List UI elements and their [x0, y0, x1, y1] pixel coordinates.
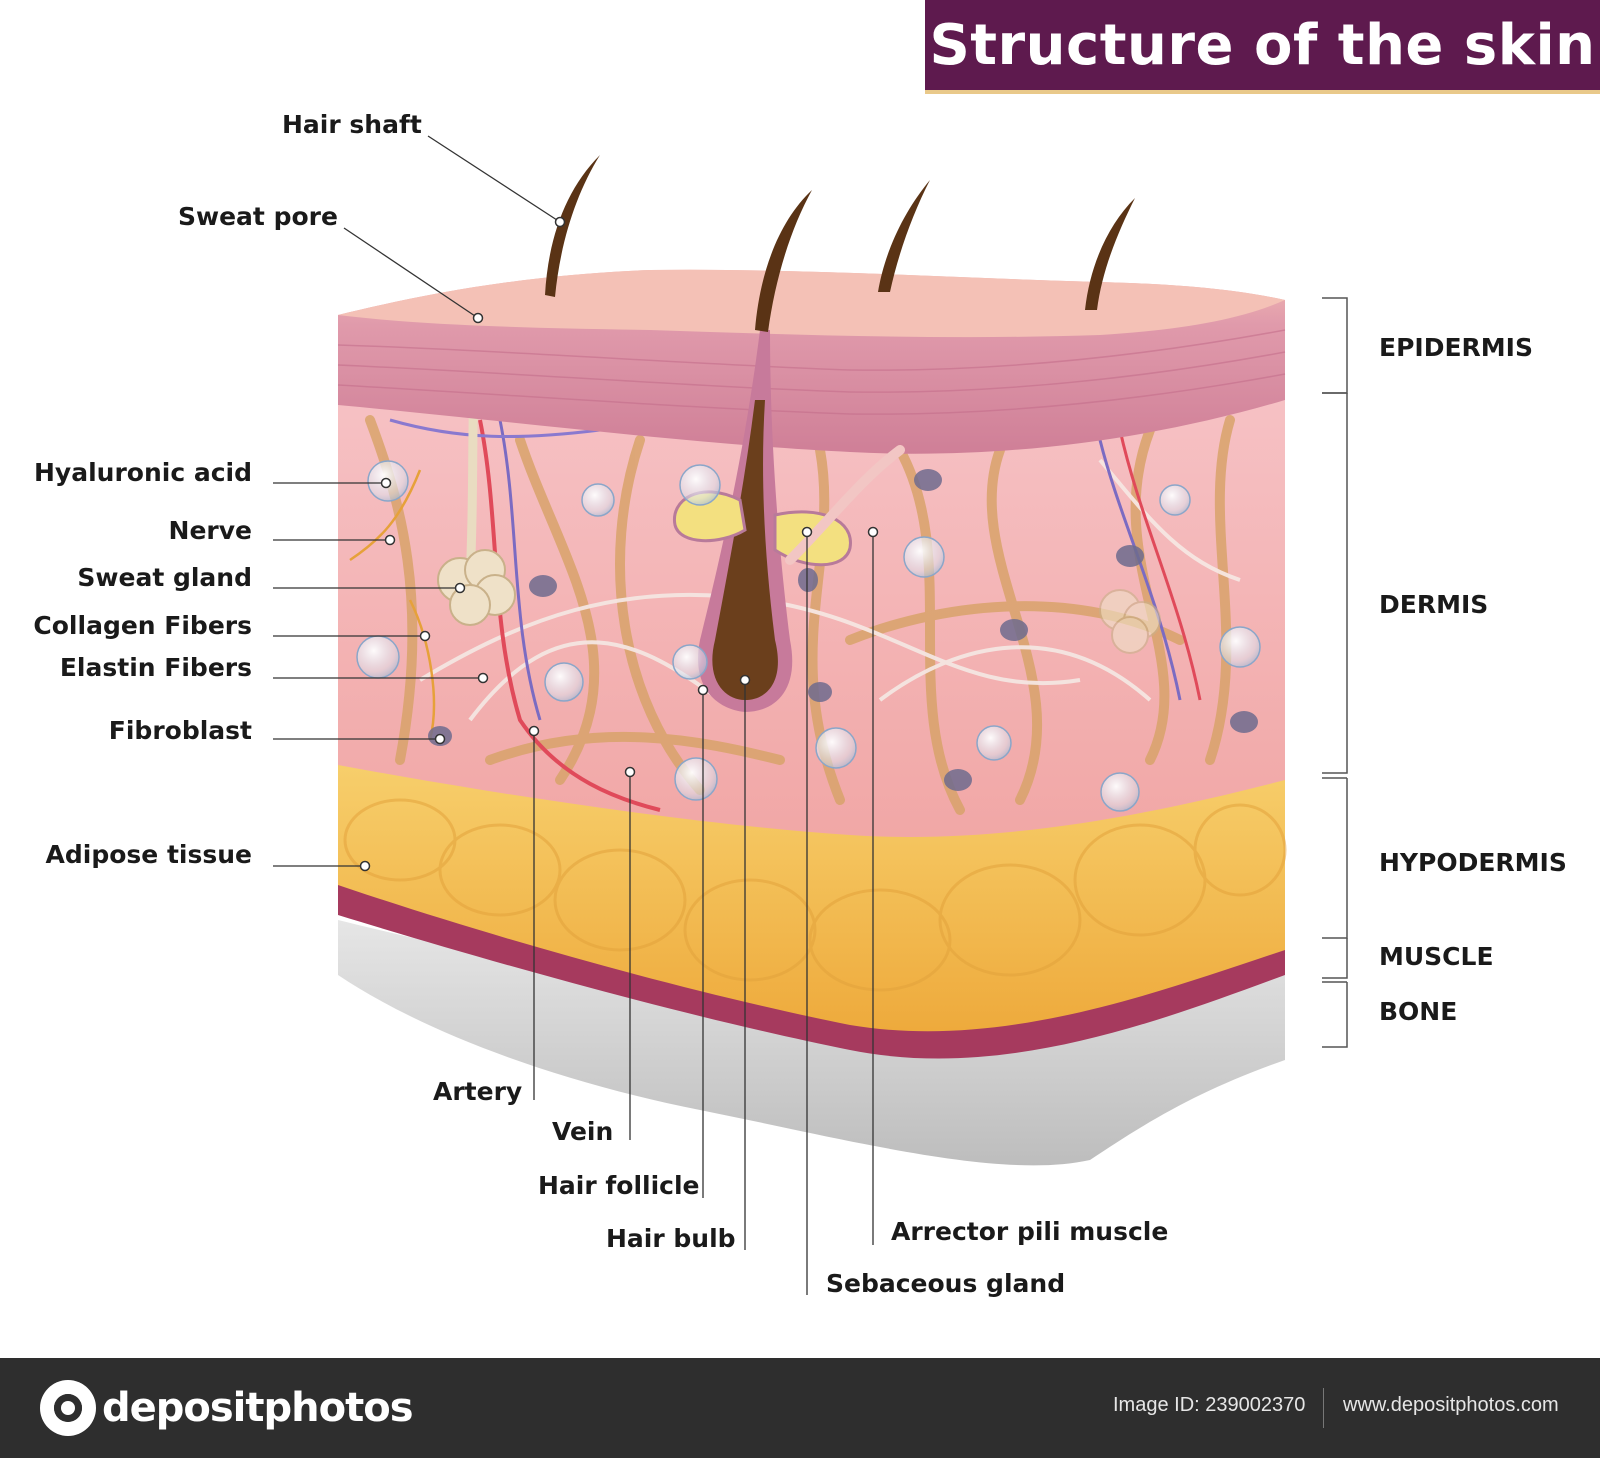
- nerve-fiber: [349, 469, 436, 741]
- website-link[interactable]: www.depositphotos.com: [1343, 1394, 1559, 1416]
- title-banner: Structure of the skin: [925, 0, 1600, 94]
- label-sweat-gland: Sweat gland: [77, 563, 252, 592]
- label-hair-follicle: Hair follicle: [538, 1171, 700, 1200]
- footer-bar: depositphotos Image ID: 239002370 www.de…: [0, 1358, 1600, 1458]
- muscle-layer: [338, 880, 1285, 1059]
- hypodermis-layer: [338, 760, 1285, 1032]
- hyaluronic-acid-bubbles: [356, 460, 1261, 812]
- leader-dots: [359, 216, 879, 872]
- epidermis-surface: [338, 269, 1285, 338]
- camera-lens-icon: [40, 1380, 96, 1436]
- label-hair-bulb: Hair bulb: [606, 1224, 736, 1253]
- footer-divider: [1323, 1388, 1324, 1428]
- label-fibroblast: Fibroblast: [108, 716, 252, 745]
- layer-label-epidermis: EPIDERMIS: [1379, 333, 1533, 362]
- fibroblast-cells: [428, 469, 1258, 791]
- layer-label-muscle: MUSCLE: [1379, 942, 1494, 971]
- arrector-pili-muscle: [785, 445, 905, 565]
- hair-shafts: [545, 155, 1135, 332]
- sweat-gland-coil: [437, 549, 516, 626]
- label-adipose-tissue: Adipose tissue: [45, 840, 252, 869]
- label-vein: Vein: [552, 1117, 614, 1146]
- image-id: Image ID: 239002370: [1113, 1394, 1306, 1416]
- label-artery: Artery: [433, 1077, 523, 1106]
- hair-bulb: [712, 400, 778, 700]
- logo-text: depositphotos: [102, 1385, 414, 1431]
- label-sweat-pore: Sweat pore: [178, 202, 338, 231]
- epidermis-cell-lines: [337, 329, 1286, 415]
- layer-label-hypodermis: HYPODERMIS: [1379, 848, 1567, 877]
- layer-brackets: [1322, 297, 1348, 1048]
- leader-lines: [273, 135, 874, 1295]
- label-hyaluronic-acid: Hyaluronic acid: [33, 458, 252, 487]
- layer-label-dermis: DERMIS: [1379, 590, 1489, 619]
- label-arrector-pili-muscle: Arrector pili muscle: [891, 1217, 1169, 1246]
- depositphotos-logo[interactable]: depositphotos: [40, 1380, 414, 1436]
- label-elastin-fibers: Elastin Fibers: [59, 653, 252, 682]
- label-collagen-fibers: Collagen Fibers: [33, 611, 252, 640]
- sweat-gland-coil-2: [1099, 589, 1161, 654]
- page-title: Structure of the skin: [929, 12, 1596, 78]
- label-sebaceous-gland: Sebaceous gland: [826, 1269, 1066, 1298]
- blood-vessels: [389, 418, 1202, 812]
- label-hair-shaft: Hair shaft: [282, 110, 422, 139]
- layer-label-bone: BONE: [1379, 997, 1458, 1026]
- fat-lobules: [343, 798, 1287, 992]
- label-nerve: Nerve: [168, 516, 252, 545]
